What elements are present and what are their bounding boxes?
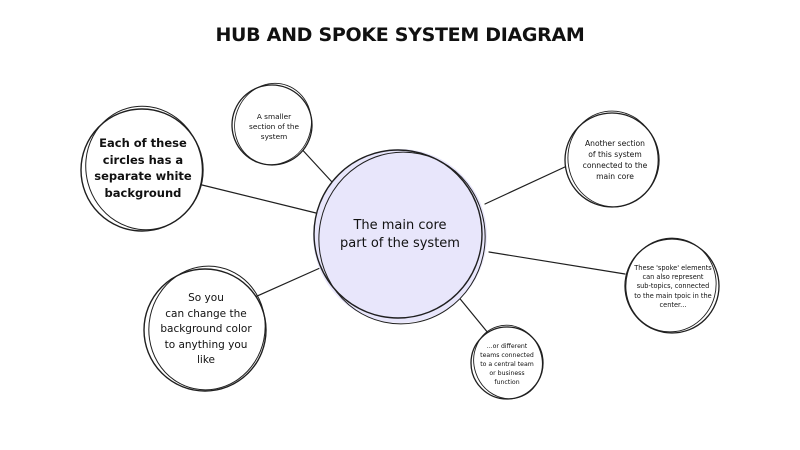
diagram-title: HUB AND SPOKE SYSTEM DIAGRAM bbox=[215, 24, 585, 46]
spoke-node-n4 bbox=[624, 237, 720, 334]
spoke-node-n6 bbox=[143, 265, 267, 392]
spoke-node-n3 bbox=[564, 110, 660, 208]
spoke-line-n3 bbox=[484, 165, 568, 205]
spoke-node-n5 bbox=[470, 324, 544, 400]
spoke-node-n1 bbox=[80, 105, 204, 232]
spoke-line-n6 bbox=[245, 267, 321, 302]
spoke-node-n2 bbox=[231, 82, 313, 166]
spoke-line-n1 bbox=[197, 183, 317, 214]
hub-node bbox=[313, 149, 487, 325]
spoke-line-n4 bbox=[488, 251, 626, 275]
